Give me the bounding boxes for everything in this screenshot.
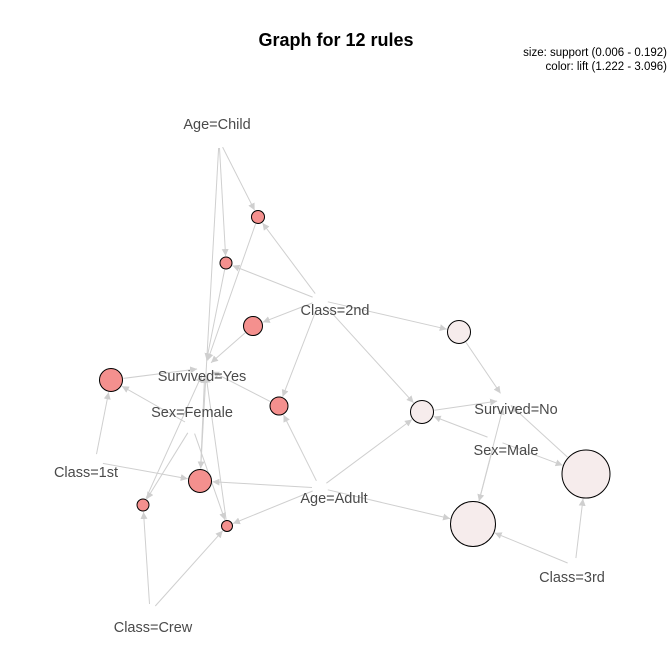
edge-r4-to-survived_yes: [123, 366, 198, 379]
edge-class_2nd-to-r10: [325, 305, 414, 404]
edge-r5-to-survived_yes: [211, 371, 271, 402]
edge-age_child-to-r1: [222, 146, 256, 211]
edge-class_2nd-to-r2: [232, 264, 313, 298]
edge-class_crew-to-r8: [154, 530, 224, 607]
edge-class_3rd-to-r11: [575, 498, 586, 559]
item-label-age-adult: Age=Adult: [300, 491, 367, 507]
item-label-survived-yes: Survived=Yes: [158, 369, 247, 385]
edge-r11-to-survived_no: [510, 405, 568, 458]
edge-r1-to-survived_yes: [206, 223, 256, 361]
item-label-layer: Age=Child Class=2nd Survived=Yes Sex=Fem…: [54, 117, 605, 636]
rule-node-r1: [251, 210, 265, 224]
edge-age_child-to-r2: [219, 147, 229, 257]
edge-class_2nd-to-r1: [262, 222, 316, 294]
item-label-sex-male: Sex=Male: [474, 443, 539, 459]
edge-r8-to-survived_yes: [203, 375, 227, 520]
rule-node-layer: [99, 210, 611, 547]
rule-node-r12: [450, 501, 496, 547]
edge-age_adult-to-r5: [283, 414, 317, 482]
rule-node-r3: [243, 316, 263, 336]
edge-class_3rd-to-r12: [494, 532, 568, 564]
edge-sex_male-to-r11: [502, 442, 563, 467]
edge-sex_female-to-r4: [121, 385, 186, 423]
item-label-class-1st: Class=1st: [54, 465, 118, 481]
edge-age_adult-to-r12: [327, 489, 451, 521]
edge-class_2nd-to-r9: [327, 301, 447, 332]
edge-sex_female-to-r7: [146, 432, 189, 500]
legend-color: color: lift (1.222 - 3.096): [546, 61, 668, 73]
edge-age_child-to-r6: [197, 147, 220, 469]
graph-title: Graph for 12 rules: [258, 30, 413, 50]
item-label-sex-female: Sex=Female: [151, 405, 233, 421]
item-label-age-child: Age=Child: [183, 117, 250, 133]
rule-node-r6: [188, 469, 212, 493]
edge-age_adult-to-r8: [232, 490, 313, 525]
edge-layer: [96, 146, 586, 607]
edge-r3-to-survived_yes: [210, 332, 246, 364]
rule-node-r7: [136, 498, 150, 512]
edge-class_crew-to-r7: [140, 511, 150, 605]
edge-class_1st-to-r4: [96, 392, 111, 455]
rule-node-r11: [561, 449, 611, 499]
edge-class_1st-to-r6: [102, 462, 188, 481]
legend-size: size: support (0.006 - 0.192): [523, 47, 667, 59]
rule-node-r8: [221, 520, 233, 532]
item-label-survived-no: Survived=No: [474, 402, 557, 418]
rule-node-r10: [410, 400, 434, 424]
rule-node-r9: [447, 320, 471, 344]
edge-age_adult-to-r10: [326, 419, 413, 484]
edge-class_2nd-to-r3: [262, 302, 313, 323]
edge-age_adult-to-r6: [212, 478, 313, 488]
edge-class_2nd-to-r5: [281, 307, 318, 397]
rule-node-r2: [219, 256, 233, 270]
edge-r9-to-survived_no: [465, 342, 501, 394]
rule-node-r4: [99, 368, 123, 392]
edge-r2-to-survived_yes: [204, 269, 226, 361]
edge-r7-to-survived_yes: [145, 375, 203, 499]
edge-sex_male-to-r12: [477, 447, 494, 502]
item-label-class-crew: Class=Crew: [114, 620, 193, 636]
item-label-class-3rd: Class=3rd: [539, 570, 605, 586]
item-label-class-2nd: Class=2nd: [301, 303, 370, 319]
edge-r10-to-survived_no: [434, 398, 498, 411]
rule-node-r5: [269, 396, 289, 416]
edge-sex_male-to-r10: [433, 415, 488, 438]
